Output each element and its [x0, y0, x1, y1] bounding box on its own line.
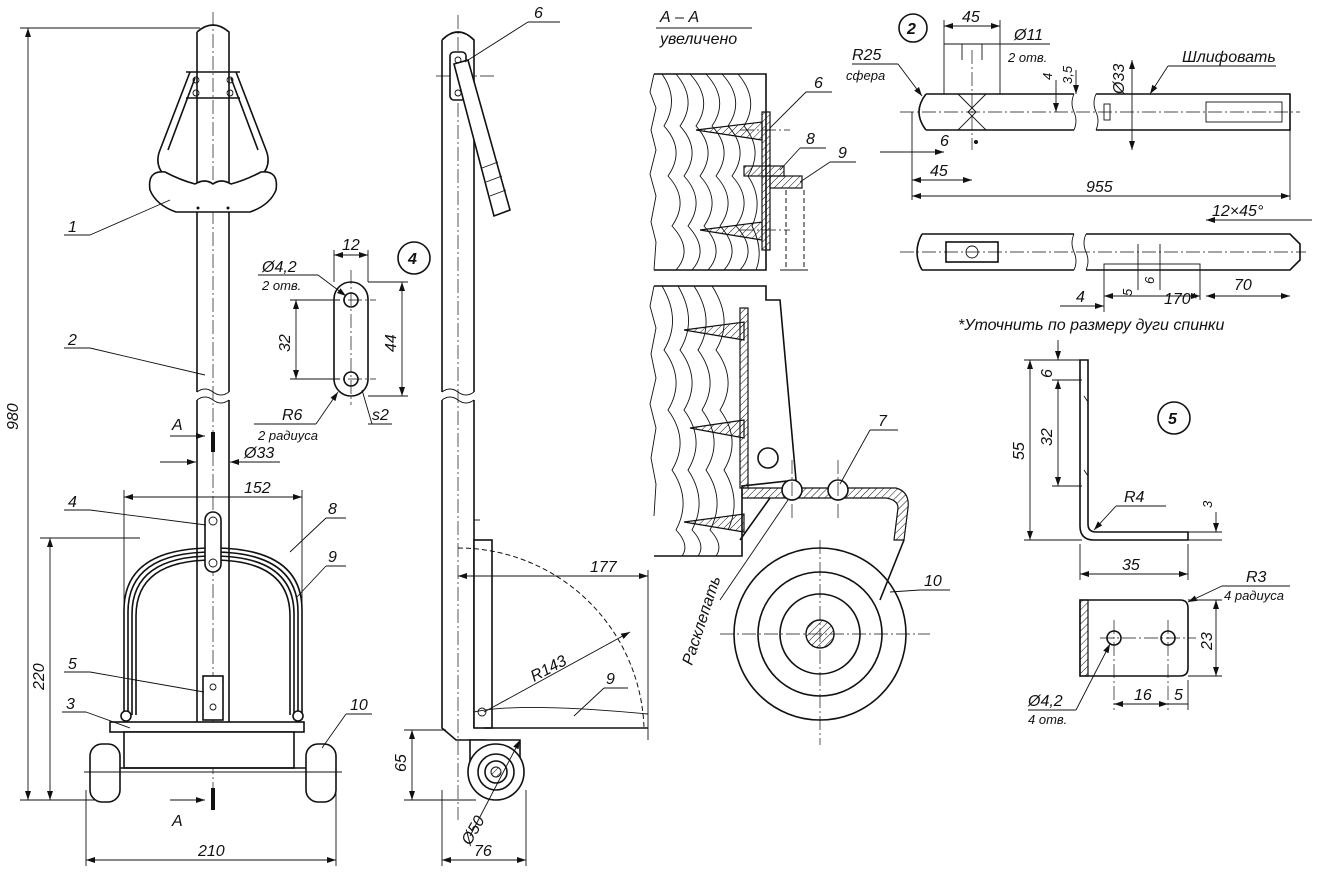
d4-dim-12: 12 [342, 237, 360, 254]
side-dim-177: 177 [590, 559, 618, 576]
section-subtitle: увеличено [659, 31, 737, 48]
part-9-label: 9 [328, 549, 337, 566]
d5-dim-35: 35 [1122, 557, 1140, 574]
aa-part-7-label: 7 [878, 413, 888, 430]
part-10-label: 10 [350, 697, 368, 714]
side-part-9-label: 9 [606, 671, 615, 688]
part-4-label: 4 [68, 494, 77, 511]
d4-dim-44: 44 [383, 334, 400, 352]
d2-dim-70: 70 [1234, 277, 1252, 294]
detail-5: 5 55 32 6 R4 3 35 R3 4 радиуса 23 16 [1011, 340, 1290, 727]
aa-part-8-label: 8 [806, 131, 815, 148]
d2-dim-6: 6 [940, 133, 949, 150]
side-dim-r143: R143 [528, 653, 570, 686]
d2-dim-4b: 4 [1076, 289, 1085, 306]
dim-980: 980 [5, 403, 22, 430]
d2-dim-d33: Ø33 [1111, 64, 1128, 95]
aa-part-9-label: 9 [838, 145, 847, 162]
side-dim-65: 65 [393, 754, 410, 772]
part-5-label: 5 [68, 656, 77, 673]
aa-part-10-label: 10 [924, 573, 942, 590]
d2-dim-6b: 6 [1142, 276, 1157, 284]
dim-210: 210 [197, 843, 225, 860]
detail-4: 4 12 32 44 Ø4,2 2 отв. R6 2 радиуса s2 [254, 237, 431, 443]
d4-radius-count: 2 радиуса [257, 428, 318, 443]
part-1-label: 1 [68, 219, 77, 236]
d5-hole-dia: Ø4,2 [1027, 693, 1063, 710]
part-8-label: 8 [328, 501, 337, 518]
d5-dim-23: 23 [1199, 632, 1216, 651]
d2-dim-45: 45 [930, 163, 948, 180]
d5-dim-32: 32 [1039, 428, 1056, 446]
d2-dim-5: 5 [1120, 288, 1135, 296]
aa-rivet-note: Расклепать [680, 574, 725, 667]
d4-hole-dia: Ø4,2 [261, 259, 297, 276]
d5-radius-r3-count: 4 радиуса [1224, 588, 1284, 603]
section-mark-a-bottom: А [171, 813, 183, 830]
dim-d33: Ø33 [243, 445, 274, 462]
side-dim-76: 76 [474, 843, 492, 860]
d2-hole-dia: Ø11 [1013, 27, 1043, 44]
view-2-number: 2 [906, 21, 916, 38]
side-view: R143 177 65 Ø50 76 6 9 [393, 5, 649, 866]
d4-radius: R6 [282, 407, 303, 424]
d2-dim-170: 170* [1164, 291, 1198, 308]
d2-dim-3-5: 3,5 [1060, 65, 1075, 84]
d2-radius: R25 [852, 47, 881, 64]
part-2-label: 2 [67, 332, 77, 349]
front-view: А А 980 220 210 152 Ø33 1 2 4 5 3 8 [5, 12, 372, 866]
d2-grind-note: Шлифовать [1182, 49, 1276, 66]
d5-dim-16: 16 [1134, 687, 1152, 704]
d5-dim-5: 5 [1174, 687, 1183, 704]
d2-note: *Уточнить по размеру дуги спинки [958, 317, 1224, 334]
d2-dim-4: 4 [1040, 73, 1055, 80]
side-part-6-label: 6 [534, 5, 543, 22]
d5-dim-55: 55 [1011, 442, 1028, 460]
dim-152: 152 [244, 480, 271, 497]
view-5-number: 5 [1168, 411, 1178, 428]
d5-radius-r4: R4 [1124, 489, 1145, 506]
d2-dim-45-top: 45 [962, 9, 980, 26]
section-title: А – А [659, 9, 699, 26]
d4-hole-count: 2 отв. [261, 278, 301, 293]
d2-hole-count: 2 отв. [1007, 50, 1047, 65]
dim-220: 220 [31, 663, 48, 691]
section-mark-a-top: А [171, 417, 183, 434]
view-4-number: 4 [407, 251, 417, 268]
d5-dim-6: 6 [1039, 369, 1056, 378]
d4-dim-32: 32 [277, 334, 294, 352]
d4-thickness: s2 [372, 407, 389, 424]
d5-dim-3: 3 [1200, 500, 1215, 508]
section-a-a: А – А увеличено [649, 9, 950, 745]
aa-part-6-label: 6 [814, 75, 823, 92]
d2-dim-955: 955 [1086, 179, 1113, 196]
part-3-label: 3 [66, 696, 75, 713]
d5-radius-r3: R3 [1246, 569, 1267, 586]
d5-hole-count: 4 отв. [1028, 712, 1067, 727]
d2-radius-note: сфера [846, 68, 885, 83]
d2-chamfer: 12×45° [1212, 203, 1264, 220]
detail-2: 2 45 Ø11 2 отв. R25 сфера 4 3,5 Ø33 Шлиф… [846, 9, 1312, 334]
